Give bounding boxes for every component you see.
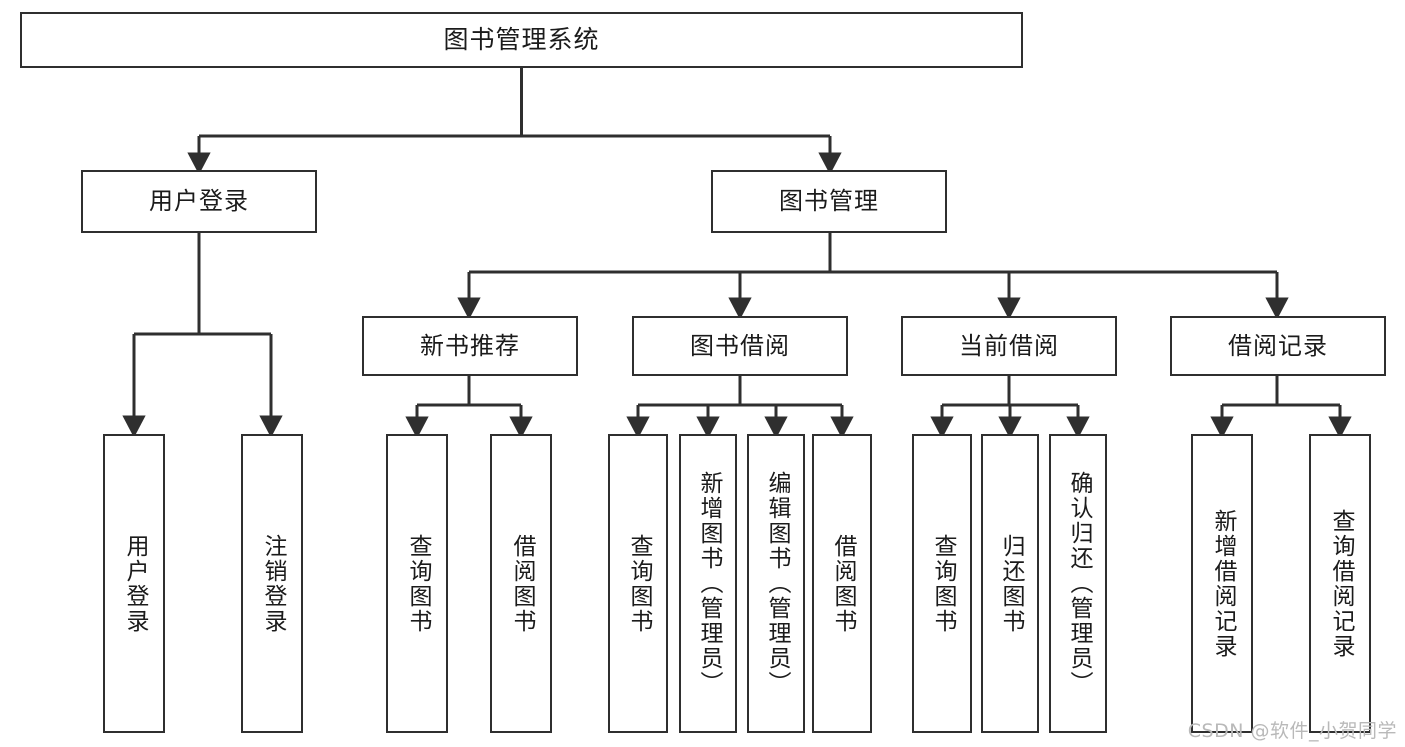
leaf-add-book-label: 新增图书（管理员）	[695, 471, 722, 696]
node-user-login[interactable]: 用户登录	[81, 170, 317, 233]
leaf-borrow-book-recommend-label: 借阅图书	[508, 533, 535, 634]
node-book-borrow-label: 图书借阅	[690, 331, 790, 360]
leaf-borrow-book[interactable]: 借阅图书	[812, 434, 872, 733]
csdn-watermark: CSDN @软件_小贺同学	[1187, 720, 1397, 742]
node-borrow-record[interactable]: 借阅记录	[1170, 316, 1386, 376]
leaf-query-borrow-record[interactable]: 查询借阅记录	[1309, 434, 1371, 733]
leaf-add-borrow-record-label: 新增借阅记录	[1209, 508, 1236, 659]
node-current-borrow-label: 当前借阅	[959, 331, 1059, 360]
node-borrow-record-label: 借阅记录	[1228, 331, 1328, 360]
node-root-label: 图书管理系统	[443, 25, 600, 54]
node-root[interactable]: 图书管理系统	[20, 12, 1023, 68]
leaf-logout-login[interactable]: 注销登录	[241, 434, 303, 733]
leaf-borrow-book-recommend[interactable]: 借阅图书	[490, 434, 552, 733]
leaf-return-book[interactable]: 归还图书	[981, 434, 1039, 733]
node-book-manage-label: 图书管理	[779, 187, 879, 216]
leaf-user-login-label: 用户登录	[121, 533, 148, 634]
node-book-borrow[interactable]: 图书借阅	[632, 316, 848, 376]
node-user-login-label: 用户登录	[149, 187, 249, 216]
leaf-add-book[interactable]: 新增图书（管理员）	[679, 434, 737, 733]
leaf-query-book-borrow[interactable]: 查询图书	[608, 434, 668, 733]
leaf-confirm-return[interactable]: 确认归还（管理员）	[1049, 434, 1107, 733]
leaf-query-book-recommend-label: 查询图书	[404, 533, 431, 634]
node-current-borrow[interactable]: 当前借阅	[901, 316, 1117, 376]
node-book-manage[interactable]: 图书管理	[711, 170, 947, 233]
leaf-query-book-current[interactable]: 查询图书	[912, 434, 972, 733]
leaf-confirm-return-label: 确认归还（管理员）	[1065, 471, 1092, 696]
leaf-logout-login-label: 注销登录	[259, 533, 286, 634]
leaf-edit-book[interactable]: 编辑图书（管理员）	[747, 434, 805, 733]
node-new-book-recommend-label: 新书推荐	[420, 331, 520, 360]
leaf-borrow-book-label: 借阅图书	[829, 533, 856, 634]
leaf-add-borrow-record[interactable]: 新增借阅记录	[1191, 434, 1253, 733]
leaf-query-borrow-record-label: 查询借阅记录	[1327, 508, 1354, 659]
leaf-query-book-current-label: 查询图书	[929, 533, 956, 634]
leaf-edit-book-label: 编辑图书（管理员）	[763, 471, 790, 696]
leaf-user-login[interactable]: 用户登录	[103, 434, 165, 733]
leaf-query-book-borrow-label: 查询图书	[625, 533, 652, 634]
leaf-query-book-recommend[interactable]: 查询图书	[386, 434, 448, 733]
node-new-book-recommend[interactable]: 新书推荐	[362, 316, 578, 376]
leaf-return-book-label: 归还图书	[997, 533, 1024, 634]
